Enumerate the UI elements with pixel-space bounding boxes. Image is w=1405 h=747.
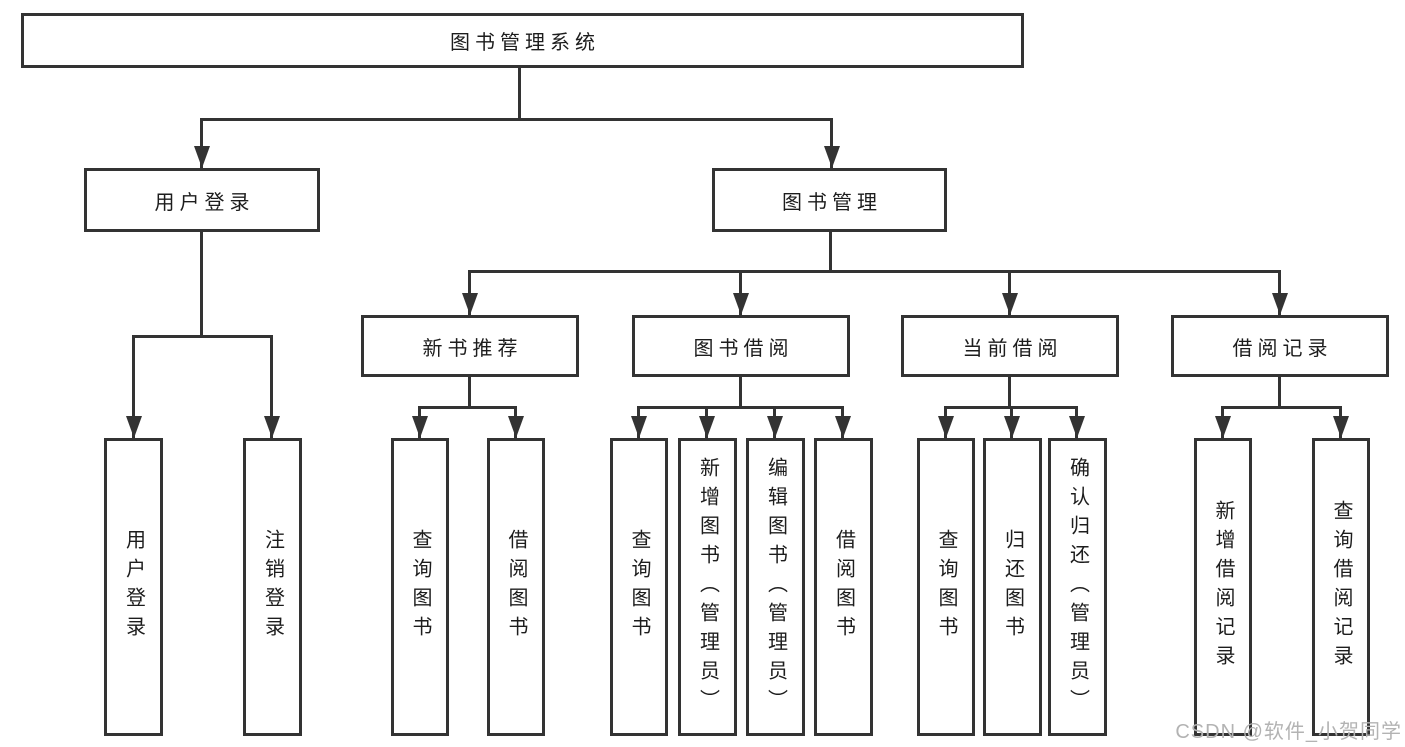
connector-hline: [200, 118, 833, 121]
node-label: 用户登录: [122, 529, 145, 645]
leaf-query-books-borrow: 查询图书: [610, 438, 668, 736]
node-label: 借阅记录: [1232, 337, 1333, 360]
leaf-confirm-return-admin: 确认归还（管理员）: [1048, 438, 1107, 736]
connector-arrow: [1271, 270, 1288, 315]
connector-arrow: [1003, 406, 1020, 438]
leaf-query-borrow-record: 查询借阅记录: [1312, 438, 1370, 736]
connector-arrow: [630, 406, 647, 438]
connector-hline: [637, 406, 844, 409]
node-label: 新增图书（管理员）: [696, 456, 719, 718]
node-current-borrow: 当前借阅: [901, 315, 1119, 377]
connector-arrow: [193, 118, 210, 168]
connector-vline: [739, 377, 742, 406]
connector-arrow: [1068, 406, 1085, 438]
connector-arrow: [698, 406, 715, 438]
connector-arrow: [766, 406, 783, 438]
connector-hline: [1221, 406, 1342, 409]
connector-vline: [518, 68, 521, 118]
node-new-book-recommend: 新书推荐: [361, 315, 579, 377]
node-label: 图书管理: [782, 191, 882, 214]
node-user-login: 用户登录: [84, 168, 320, 232]
leaf-add-book-admin: 新增图书（管理员）: [678, 438, 737, 736]
leaf-logout: 注销登录: [243, 438, 302, 736]
connector-arrow: [732, 270, 749, 315]
leaf-add-borrow-record: 新增借阅记录: [1194, 438, 1252, 736]
leaf-query-books-current: 查询图书: [917, 438, 975, 736]
node-book-management: 图书管理: [712, 168, 947, 232]
node-book-borrow: 图书借阅: [632, 315, 850, 377]
node-label: 注销登录: [261, 529, 284, 645]
connector-vline: [829, 232, 832, 270]
connector-arrow: [263, 335, 280, 438]
connector-hline: [418, 406, 517, 409]
connector-arrow: [937, 406, 954, 438]
node-library-system: 图书管理系统: [21, 13, 1024, 68]
node-label: 归还图书: [1001, 529, 1024, 645]
connector-hline: [132, 335, 273, 338]
leaf-return-book: 归还图书: [983, 438, 1042, 736]
leaf-edit-book-admin: 编辑图书（管理员）: [746, 438, 805, 736]
node-label: 图书借阅: [693, 337, 794, 360]
connector-arrow: [461, 270, 478, 315]
node-label: 借阅图书: [505, 529, 527, 645]
leaf-borrow-books-recommend: 借阅图书: [487, 438, 545, 736]
node-label: 借阅图书: [832, 529, 855, 645]
connector-vline: [1008, 377, 1011, 406]
connector-arrow: [823, 118, 840, 168]
leaf-query-books-recommend: 查询图书: [391, 438, 449, 736]
node-label: 查询图书: [628, 529, 650, 645]
node-label: 查询图书: [935, 529, 957, 645]
node-label: 图书管理系统: [450, 32, 600, 54]
connector-vline: [468, 377, 471, 406]
connector-hline: [468, 270, 1281, 273]
connector-arrow: [834, 406, 851, 438]
connector-vline: [200, 232, 203, 335]
watermark-text: CSDN @软件_小贺同学: [1175, 721, 1402, 743]
connector-arrow: [1214, 406, 1231, 438]
connector-arrow: [125, 335, 142, 438]
node-label: 新增借阅记录: [1212, 500, 1234, 674]
node-label: 用户登录: [154, 191, 255, 214]
connector-arrow: [507, 406, 524, 438]
connector-arrow: [1332, 406, 1349, 438]
node-label: 编辑图书（管理员）: [764, 456, 787, 718]
connector-arrow: [411, 406, 428, 438]
node-label: 查询图书: [409, 529, 431, 645]
node-label: 查询借阅记录: [1330, 500, 1352, 674]
node-label: 确认归还（管理员）: [1066, 456, 1089, 718]
leaf-borrow-books: 借阅图书: [814, 438, 873, 736]
node-label: 当前借阅: [962, 337, 1063, 360]
leaf-user-login: 用户登录: [104, 438, 163, 736]
node-label: 新书推荐: [422, 337, 523, 360]
connector-vline: [1278, 377, 1281, 406]
connector-arrow: [1001, 270, 1018, 315]
node-borrow-records: 借阅记录: [1171, 315, 1389, 377]
